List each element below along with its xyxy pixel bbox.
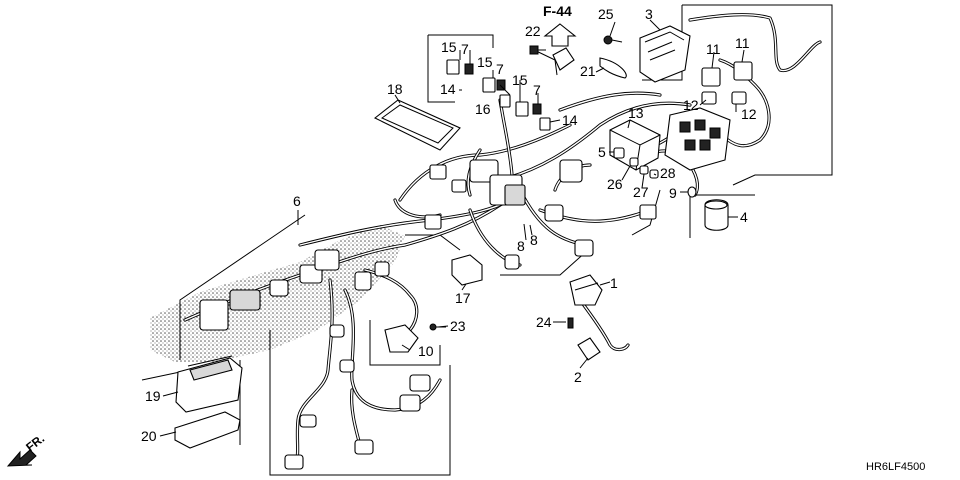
callout-16: 16	[475, 101, 491, 117]
part-3-control-unit	[639, 25, 691, 83]
callout-20: 20	[141, 428, 157, 444]
callout-11b: 11	[735, 35, 750, 51]
part-4-cap	[704, 199, 729, 231]
callout-14a: 14	[440, 81, 456, 97]
callout-2: 2	[574, 369, 582, 385]
front-arrow	[6, 449, 37, 467]
part-10-sensor	[384, 324, 419, 353]
part-18-cover	[373, 99, 461, 151]
callout-21: 21	[580, 63, 596, 79]
callout-15a: 15	[441, 39, 457, 55]
callout-26: 26	[607, 176, 623, 192]
callout-15c: 15	[512, 72, 528, 88]
callout-12b: 12	[741, 106, 757, 122]
part-24-bolt	[567, 317, 574, 329]
callout-27: 27	[633, 184, 649, 200]
callout-17: 17	[455, 290, 471, 306]
part-17-relay	[451, 254, 483, 286]
callout-6: 6	[293, 193, 301, 209]
callout-19: 19	[145, 388, 161, 404]
part-22-bolt	[529, 45, 546, 55]
callout-9: 9	[669, 185, 677, 201]
callout-3: 3	[645, 6, 653, 22]
relays-group	[446, 59, 551, 131]
callout-15b: 15	[477, 54, 493, 70]
callout-11a: 11	[706, 41, 721, 57]
callout-7c: 7	[533, 82, 541, 98]
callout-25: 25	[598, 6, 614, 22]
callout-7b: 7	[496, 61, 504, 77]
callout-13: 13	[628, 105, 644, 121]
callout-7a: 7	[461, 41, 469, 57]
callout-1: 1	[610, 275, 618, 291]
callout-14b: 14	[562, 112, 578, 128]
callout-8a: 8	[517, 238, 525, 254]
callout-12a: 12	[683, 97, 699, 113]
callout-28: 28	[660, 165, 676, 181]
part-19-ecu	[175, 355, 243, 413]
part-25-bolt	[603, 35, 623, 45]
callout-labels: F-44 1 2 3 4 5 6 7 7 7 8 8 9 10 11 11 12…	[23, 3, 925, 473]
callout-18: 18	[387, 81, 403, 97]
relay-box-assembly	[664, 107, 731, 171]
part-2-plug-cap	[577, 337, 601, 361]
callout-10: 10	[418, 343, 434, 359]
harness-connectors	[199, 159, 657, 470]
diagram-code: HR6LF4500	[866, 461, 925, 473]
callout-4: 4	[740, 209, 748, 225]
group-outlines	[141, 4, 833, 476]
callout-5: 5	[598, 144, 606, 160]
relays-11-12	[701, 61, 753, 105]
ref-arrow	[543, 23, 577, 71]
front-label: FR.	[23, 431, 47, 454]
part-20-holder	[174, 411, 241, 449]
callout-23: 23	[450, 318, 466, 334]
leader-lines	[159, 19, 745, 437]
callout-24: 24	[536, 314, 552, 330]
callout-22: 22	[525, 23, 541, 39]
callout-8b: 8	[530, 232, 538, 248]
part-1-coil	[569, 274, 603, 306]
part-9-grommet	[687, 186, 697, 198]
ref-f44: F-44	[543, 3, 572, 19]
